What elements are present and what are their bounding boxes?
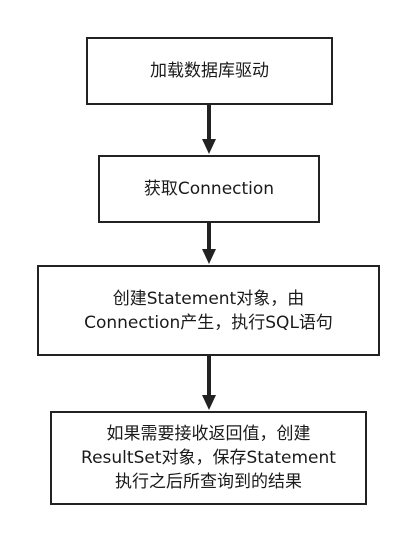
step-get-connection-line-1: 获取Connection bbox=[143, 179, 275, 199]
step-create-resultset-line-3: 执行之后所查询到的结果 bbox=[115, 472, 302, 492]
step-create-statement-line-1: 创建Statement对象，由 bbox=[112, 288, 305, 309]
step-create-resultset-line-2: ResultSet对象，保存Statement bbox=[81, 448, 336, 468]
arrow-statement-to-resultset bbox=[202, 356, 216, 410]
arrow-connection-to-statement bbox=[202, 223, 216, 264]
step-create-statement-line-2: Connection产生，执行SQL语句 bbox=[84, 312, 333, 333]
step-create-statement: 创建Statement对象，由 Connection产生，执行SQL语句 bbox=[37, 265, 380, 356]
step-create-resultset: 如果需要接收返回值，创建 ResultSet对象，保存Statement 执行之… bbox=[50, 411, 367, 505]
step-load-driver-line-1: 加载数据库驱动 bbox=[150, 61, 269, 81]
step-get-connection: 获取Connection bbox=[98, 155, 320, 223]
step-load-driver: 加载数据库驱动 bbox=[86, 37, 333, 105]
step-create-resultset-line-1: 如果需要接收返回值，创建 bbox=[106, 424, 311, 444]
arrow-load-to-connection bbox=[202, 105, 216, 154]
